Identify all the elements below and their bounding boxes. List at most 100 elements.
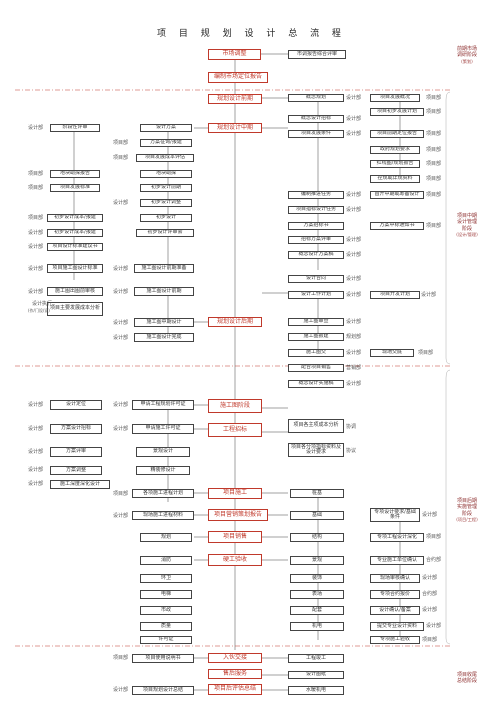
- box-l12: 初步设计评审会: [136, 229, 194, 237]
- stage-end: 项目收尾总结阶段: [455, 672, 479, 685]
- box-l3: 方案征询/报建: [140, 139, 192, 147]
- flow-delivery: 入伙交接: [208, 653, 262, 663]
- role-label: 项目部: [28, 215, 44, 221]
- box-e12: 设计图纸: [288, 671, 344, 679]
- box-l21: 施工图设计完成: [134, 333, 194, 342]
- role-label: 设计部: [346, 276, 362, 282]
- box-r15: 招标方案评审: [288, 236, 344, 244]
- box-w3: 方案设计招标: [50, 424, 102, 434]
- role-label: 设计部: [346, 95, 362, 101]
- role-label: 项目部: [113, 140, 129, 146]
- flow-construct: 项目施工: [208, 488, 262, 499]
- box-r17: 设计合同: [288, 275, 344, 283]
- box-f5: 专项合约报价: [370, 590, 420, 599]
- role-label: 项目部: [426, 147, 442, 153]
- box-w11: 现场施工进程材料: [132, 511, 194, 520]
- box-w12: 规划: [140, 533, 192, 542]
- box-r18: 设计工作计划: [288, 291, 344, 299]
- box-e1: 项目各主项成本分析: [288, 419, 344, 433]
- box-r13: 方案招标书: [288, 222, 344, 230]
- role-label: 协调: [346, 424, 357, 430]
- box-e13: 水暖机电: [288, 686, 344, 695]
- box-w4: 申请施工许可证: [132, 424, 194, 434]
- box-e11: 工程竣工: [288, 654, 344, 663]
- role-label: 设计部: [113, 687, 129, 693]
- role-label: 项目部: [426, 131, 442, 137]
- role-label: 设计部: [346, 116, 362, 122]
- role-label: 项目部: [426, 223, 442, 229]
- stage-end-name: 项目收尾总结阶段: [456, 672, 477, 685]
- box-l15: 项目施工图设计标准: [47, 264, 103, 273]
- box-l9: 初步设计调整: [140, 199, 192, 207]
- role-label: 设计部: [28, 426, 44, 432]
- box-f3: 专业施工单位确认: [370, 556, 424, 565]
- stage-late-note: (项目/工程): [456, 516, 478, 522]
- box-w18: 许可证: [140, 636, 192, 644]
- box-r6: 项目前期定位报告: [370, 130, 424, 138]
- role-label: 项目部: [426, 176, 442, 182]
- role-label: 规划部: [346, 334, 362, 340]
- box-e10: 机电: [290, 622, 344, 631]
- flow-acceptance: 硬工验收: [208, 554, 262, 566]
- box-r10: 编制推进任务: [288, 191, 344, 199]
- box-r9: 控规或详规资料: [370, 175, 420, 183]
- box-f4: 现场审核确认: [370, 574, 420, 583]
- box-l14: 项目设计标准建议书: [47, 243, 103, 251]
- role-label: 设计部: [422, 575, 438, 581]
- box-r23: 现场交底: [370, 349, 414, 357]
- box-l16b: 施工图设计前期准备: [134, 264, 194, 273]
- role-label: 项目部: [28, 171, 44, 177]
- box-r3: 项目初步发展计划: [370, 108, 424, 116]
- box-l2: 设计方案: [140, 124, 192, 132]
- box-f1: 专项设计要求/基础条件: [370, 508, 420, 522]
- stage-mid-name: 项目中期设计管理阶段: [456, 213, 477, 232]
- role-label: 设计部: [28, 244, 44, 250]
- flow-bidding: 工程招标: [208, 423, 262, 437]
- role-label: 设计部: [28, 289, 44, 295]
- role-label: 设计部: [421, 292, 437, 298]
- role-label: 设计部: [28, 266, 44, 272]
- role-label: 项目部: [28, 185, 44, 191]
- role-label: 设计部: [28, 230, 44, 236]
- role-label: 设计部: [346, 252, 362, 258]
- role-label: 设计部: [113, 426, 129, 432]
- box-r8: 红线图/规划报告: [370, 160, 420, 168]
- role-label: 设计部: [113, 320, 129, 326]
- flow-review: 项目后评估总结: [208, 684, 262, 695]
- role-label: 设计部: [346, 292, 362, 298]
- box-r25: 概念设计实施稿: [288, 380, 344, 388]
- stage-late-name: 项目后期实施管理阶段: [456, 498, 477, 517]
- box-l13: 初步设计成本/报建: [47, 229, 103, 237]
- role-label: 设计部: [426, 623, 442, 629]
- role-label: 设计部: [346, 207, 362, 213]
- box-e9: 配套: [290, 606, 344, 615]
- box-w1: 设计定位: [50, 400, 102, 410]
- box-l17: 施工图出图前审核: [47, 287, 103, 296]
- role-label: 项目部: [426, 95, 442, 101]
- box-e7: 装饰: [290, 574, 344, 583]
- box-w15: 电梯: [140, 590, 192, 599]
- box-w10: 各项施工进程计划: [132, 489, 194, 498]
- flow-market: 市场调整: [208, 49, 261, 60]
- role-label: (作/门设/设): [28, 308, 50, 313]
- role-label: 设计部: [113, 402, 129, 408]
- flow-sales: 项目销售: [208, 531, 262, 543]
- role-label: 项目部: [426, 109, 442, 115]
- box-market-review: 市调报告综合评审: [288, 50, 346, 59]
- box-w6: 景观设计: [136, 447, 190, 457]
- box-r4: 概念设计招标: [288, 115, 344, 123]
- role-label: 设计部: [28, 467, 44, 473]
- box-l4: 项目发展成本评估: [136, 154, 194, 162]
- box-r14: 方案中标通知书: [370, 222, 424, 230]
- box-l19: 项目主要发展成本分析: [47, 302, 103, 316]
- role-label: 营销部: [346, 365, 362, 371]
- role-label: 设计部: [113, 335, 129, 341]
- stage-pre: 前期市场调研阶段 (策划): [455, 46, 479, 65]
- box-r22: 施工图交: [288, 349, 344, 357]
- role-label: 设计部: [113, 289, 129, 295]
- stage-late: 项目后期实施管理阶段 (项目/工程): [455, 498, 479, 523]
- box-l11: 初步设计: [140, 214, 192, 222]
- box-r19: 项目开发计划: [370, 291, 420, 299]
- box-l5: 地块勘探报告: [50, 170, 100, 178]
- box-l20: 施工图中期设计: [134, 318, 194, 327]
